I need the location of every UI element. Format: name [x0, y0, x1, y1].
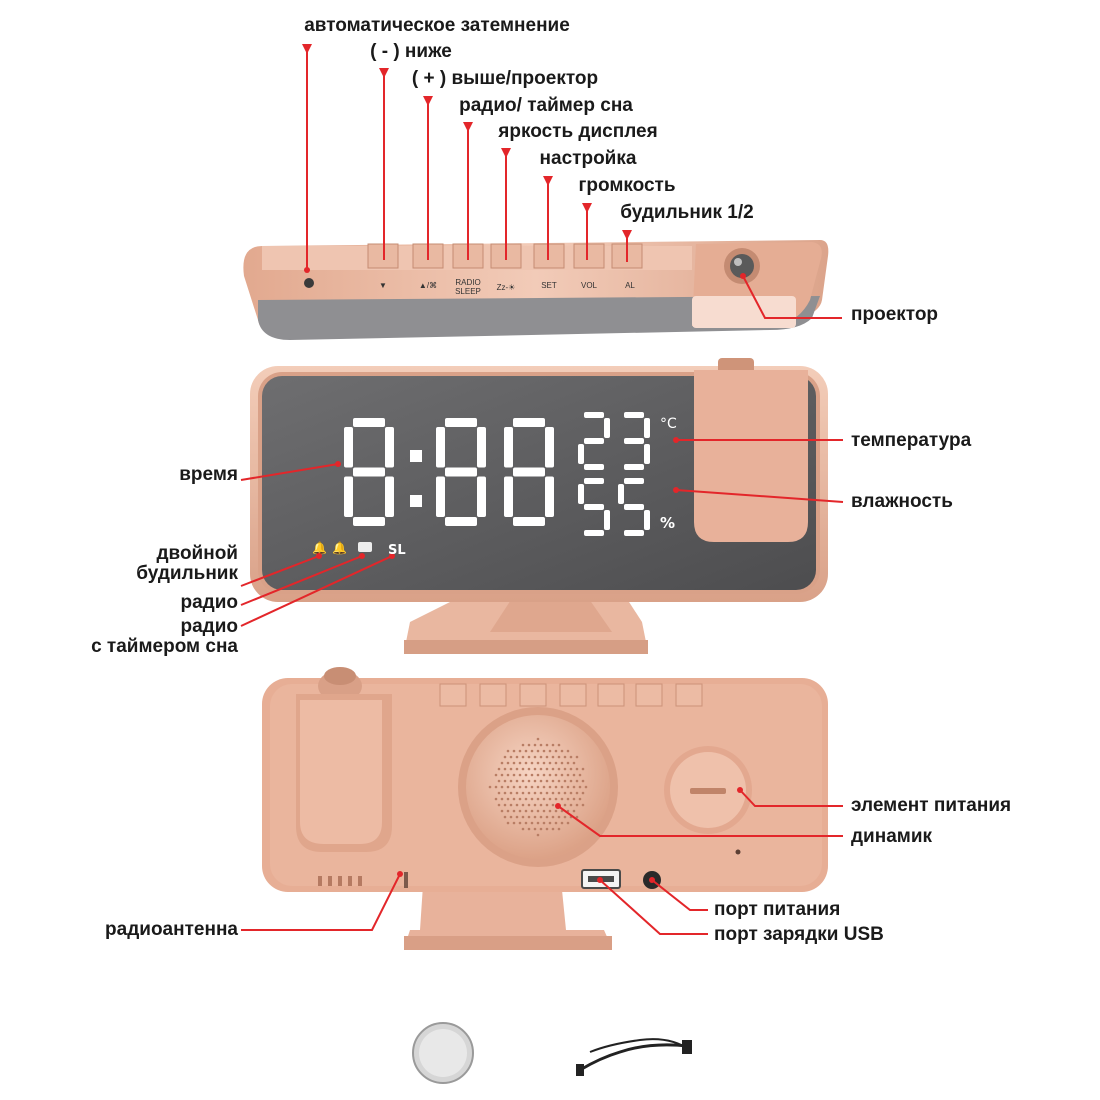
time-colon-dot	[410, 450, 422, 462]
time-minute-ones-digit	[504, 418, 554, 526]
svg-text:Zz-☀: Zz-☀	[497, 283, 516, 292]
humidity-unit: %	[660, 514, 675, 532]
digit-segment	[624, 530, 644, 536]
digit-segment	[445, 418, 477, 427]
humidity-ones-digit	[618, 478, 650, 536]
digit-segment	[584, 530, 604, 536]
digit-segment	[385, 427, 394, 468]
digit-segment	[584, 412, 604, 418]
label-temperature: температура	[851, 430, 972, 451]
digit-segment	[624, 504, 644, 510]
label-radio-sleep-2: с таймером сна	[91, 636, 238, 657]
digit-segment	[624, 464, 644, 470]
svg-text:RADIO: RADIO	[455, 278, 480, 287]
label-power-port: порт питания	[714, 899, 841, 920]
svg-text:▲/⌘: ▲/⌘	[419, 281, 437, 290]
digit-segment	[436, 476, 445, 517]
front-view-device: 🔔 🔔	[250, 358, 828, 654]
digit-segment	[344, 427, 353, 468]
digit-segment	[344, 476, 353, 517]
temp-unit: °C	[660, 416, 677, 432]
svg-text:▼: ▼	[379, 281, 387, 290]
svg-text:VOL: VOL	[581, 281, 598, 290]
time-colon-dot	[410, 495, 422, 507]
digit-segment	[353, 418, 385, 427]
alarm2-icon: 🔔	[332, 541, 347, 555]
digit-segment	[513, 517, 545, 526]
digit-segment	[477, 476, 486, 517]
label-time: время	[179, 464, 238, 485]
label-speaker: динамик	[851, 826, 933, 847]
digit-segment	[353, 467, 385, 477]
digit-segment	[584, 438, 604, 444]
leader-lines	[240, 44, 844, 935]
svg-text:SLEEP: SLEEP	[455, 287, 481, 296]
digit-segment	[584, 504, 604, 510]
digit-segment	[604, 510, 610, 530]
label-radio: радио	[180, 592, 238, 613]
label-volume: громкость	[578, 175, 676, 196]
temperature-tens-digit	[578, 412, 610, 470]
digit-segment	[644, 418, 650, 438]
digit-segment	[504, 427, 513, 468]
digit-segment	[353, 517, 385, 526]
label-radio-sleep-1: радио	[180, 616, 238, 637]
label-dual-alarm-2: будильник	[136, 563, 238, 584]
led-display	[344, 412, 650, 536]
digit-segment	[584, 464, 604, 470]
label-battery: элемент питания	[851, 795, 1012, 816]
digit-segment	[644, 510, 650, 530]
radio-icon	[358, 542, 372, 552]
digit-segment	[644, 444, 650, 464]
digit-segment	[545, 476, 554, 517]
label-plus-up-projector: ( + ) выше/проектор	[411, 68, 599, 89]
top-view-device: ▼ ▲/⌘ RADIO SLEEP Zz-☀ SET VOL AL	[243, 240, 829, 340]
label-alarm-1-2: будильник 1/2	[620, 202, 754, 223]
svg-text:SET: SET	[541, 281, 557, 290]
digit-segment	[436, 427, 445, 468]
digit-segment	[624, 438, 644, 444]
label-radio-antenna: радиоантенна	[105, 919, 238, 940]
label-projector: проектор	[851, 304, 939, 325]
digit-segment	[604, 418, 610, 438]
digit-segment	[618, 484, 624, 504]
digit-segment	[584, 478, 604, 484]
time-minute-tens-digit	[436, 418, 486, 526]
label-display-brightness: яркость дисплея	[498, 121, 658, 142]
label-minus-down: ( - ) ниже	[370, 41, 452, 62]
digit-segment	[477, 427, 486, 468]
digit-segment	[445, 467, 477, 477]
digit-segment	[624, 478, 644, 484]
svg-text:AL: AL	[625, 281, 635, 290]
label-setting: настройка	[539, 148, 637, 169]
digit-segment	[513, 467, 545, 477]
humidity-tens-digit	[578, 478, 610, 536]
digit-segment	[578, 484, 584, 504]
digit-segment	[445, 517, 477, 526]
label-auto-dim: автоматическое затемнение	[304, 15, 570, 36]
label-dual-alarm-1: двойной	[156, 543, 238, 564]
accessories	[412, 1022, 692, 1084]
digit-segment	[513, 418, 545, 427]
digit-segment	[504, 476, 513, 517]
temperature-ones-digit	[624, 412, 650, 470]
sleep-indicator: SL	[388, 543, 406, 558]
label-radio-sleep-timer: радио/ таймер сна	[459, 95, 633, 116]
back-view-device	[262, 667, 828, 950]
time-hour-digit	[344, 418, 394, 526]
digit-segment	[385, 476, 394, 517]
alarm1-icon: 🔔	[312, 541, 327, 555]
digit-segment	[624, 412, 644, 418]
label-humidity: влажность	[851, 491, 953, 512]
digit-segment	[545, 427, 554, 468]
usb-cable	[579, 1043, 689, 1072]
label-usb-port: порт зарядки USB	[714, 924, 884, 945]
digit-segment	[578, 444, 584, 464]
